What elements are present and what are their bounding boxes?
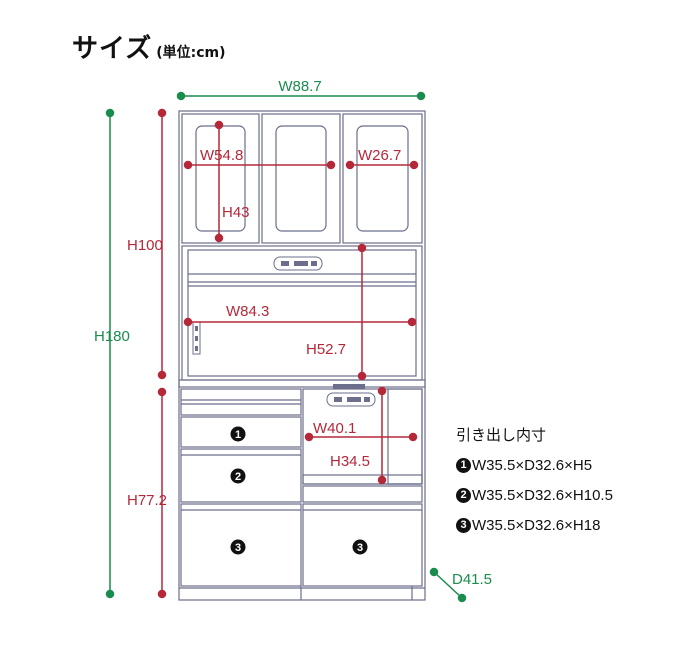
- glass-pane-right: [356, 125, 409, 232]
- dim-endpoint: [214, 120, 224, 130]
- dim-endpoint: [407, 317, 417, 327]
- outlet-lower: [326, 392, 376, 407]
- dim-endpoint: [304, 432, 314, 442]
- dim-endpoint: [105, 108, 115, 118]
- dim-endpoint: [457, 593, 467, 603]
- drawer-3-right: [302, 503, 423, 587]
- label-overall-width: W88.7: [278, 78, 321, 95]
- dim-endpoint: [214, 233, 224, 243]
- countertop: [178, 379, 426, 388]
- dim-endpoint: [345, 160, 355, 170]
- dim-endpoint: [176, 91, 186, 101]
- legend-marker-2: 2: [456, 488, 471, 503]
- legend-text-1: W35.5×D32.6×H5: [472, 457, 593, 474]
- dim-endpoint: [157, 589, 167, 599]
- dim-endpoint: [409, 160, 419, 170]
- label-overall-height: H180: [94, 328, 130, 345]
- drawer-marker-3-right: [352, 539, 368, 555]
- label-upper-height: H100: [127, 237, 163, 254]
- dim-endpoint: [377, 386, 387, 396]
- label-depth: D41.5: [452, 571, 492, 588]
- dim-endpoint: [357, 243, 367, 253]
- drawer-marker-2-text: 2: [235, 471, 241, 483]
- glass-door-center: [261, 113, 341, 244]
- label-glass-width-narrow: W26.7: [358, 147, 401, 164]
- dim-endpoint: [416, 91, 426, 101]
- open-shelf-inner: [187, 249, 417, 377]
- dim-endpoint: [326, 160, 336, 170]
- drawer-marker-2: [230, 468, 246, 484]
- drawer-3-left: [180, 503, 302, 587]
- drawer-2: [180, 448, 302, 503]
- glass-pane-center: [275, 125, 327, 232]
- legend-item: 1 W35.5×D32.6×H5: [456, 457, 613, 474]
- outlet-side: [192, 321, 201, 355]
- label-lower-height: H77.2: [127, 492, 167, 509]
- label-open-shelf-width: W84.3: [226, 303, 269, 320]
- dim-endpoint: [377, 475, 387, 485]
- legend-marker-3: 3: [456, 518, 471, 533]
- legend-item: 3 W35.5×D32.6×H18: [456, 517, 613, 534]
- slide-shelf: [302, 474, 423, 485]
- drawer-marker-1: [230, 426, 246, 442]
- label-glass-width-wide: W54.8: [200, 147, 243, 164]
- drawer-1: [180, 416, 302, 448]
- glass-door-left: [181, 113, 260, 244]
- label-appliance-width: W40.1: [313, 420, 356, 437]
- dim-endpoint: [357, 371, 367, 381]
- cabinet-body: [178, 110, 426, 601]
- dim-endpoint: [408, 432, 418, 442]
- label-appliance-height: H34.5: [330, 453, 370, 470]
- page-title: サイズ(単位:cm): [72, 28, 226, 65]
- drawer-marker-3-left-text: 3: [235, 542, 241, 554]
- label-glass-height: H43: [222, 204, 250, 221]
- drawer-marker-3-right-text: 3: [357, 542, 363, 554]
- cabinet-outline: [178, 110, 426, 601]
- drawer-marker-1-text: 1: [235, 429, 241, 441]
- outlet-upper: [273, 256, 323, 271]
- dim-endpoint: [429, 567, 439, 577]
- dim-endpoint: [157, 387, 167, 397]
- legend-heading: 引き出し内寸: [456, 427, 547, 444]
- drawer-marker-3-left: [230, 539, 246, 555]
- dim-endpoint: [183, 160, 193, 170]
- dim-endpoint: [183, 317, 193, 327]
- legend-item: 2 W35.5×D32.6×H10.5: [456, 487, 613, 504]
- label-open-shelf-height: H52.7: [306, 341, 346, 358]
- legend-text-3: W35.5×D32.6×H18: [472, 517, 601, 534]
- green-dimensions: [105, 91, 467, 603]
- legend-marker-1: 1: [456, 458, 471, 473]
- slide-shelf-front: [302, 485, 423, 503]
- red-dimensions: [157, 108, 419, 599]
- dim-endpoint: [157, 370, 167, 380]
- dim-endpoint: [157, 108, 167, 118]
- legend-text-2: W35.5×D32.6×H10.5: [472, 487, 613, 504]
- outlet-counter: [333, 384, 365, 389]
- drawer-dimension-legend: 引き出し内寸 1 W35.5×D32.6×H5 2 W35.5×D32.6×H1…: [456, 424, 613, 547]
- title-main: サイズ: [72, 34, 153, 64]
- title-unit: (単位:cm): [156, 45, 226, 61]
- glass-door-right: [342, 113, 423, 244]
- dim-endpoint: [105, 589, 115, 599]
- drawer-1-frame: [180, 388, 302, 416]
- depth-line: [433, 571, 463, 599]
